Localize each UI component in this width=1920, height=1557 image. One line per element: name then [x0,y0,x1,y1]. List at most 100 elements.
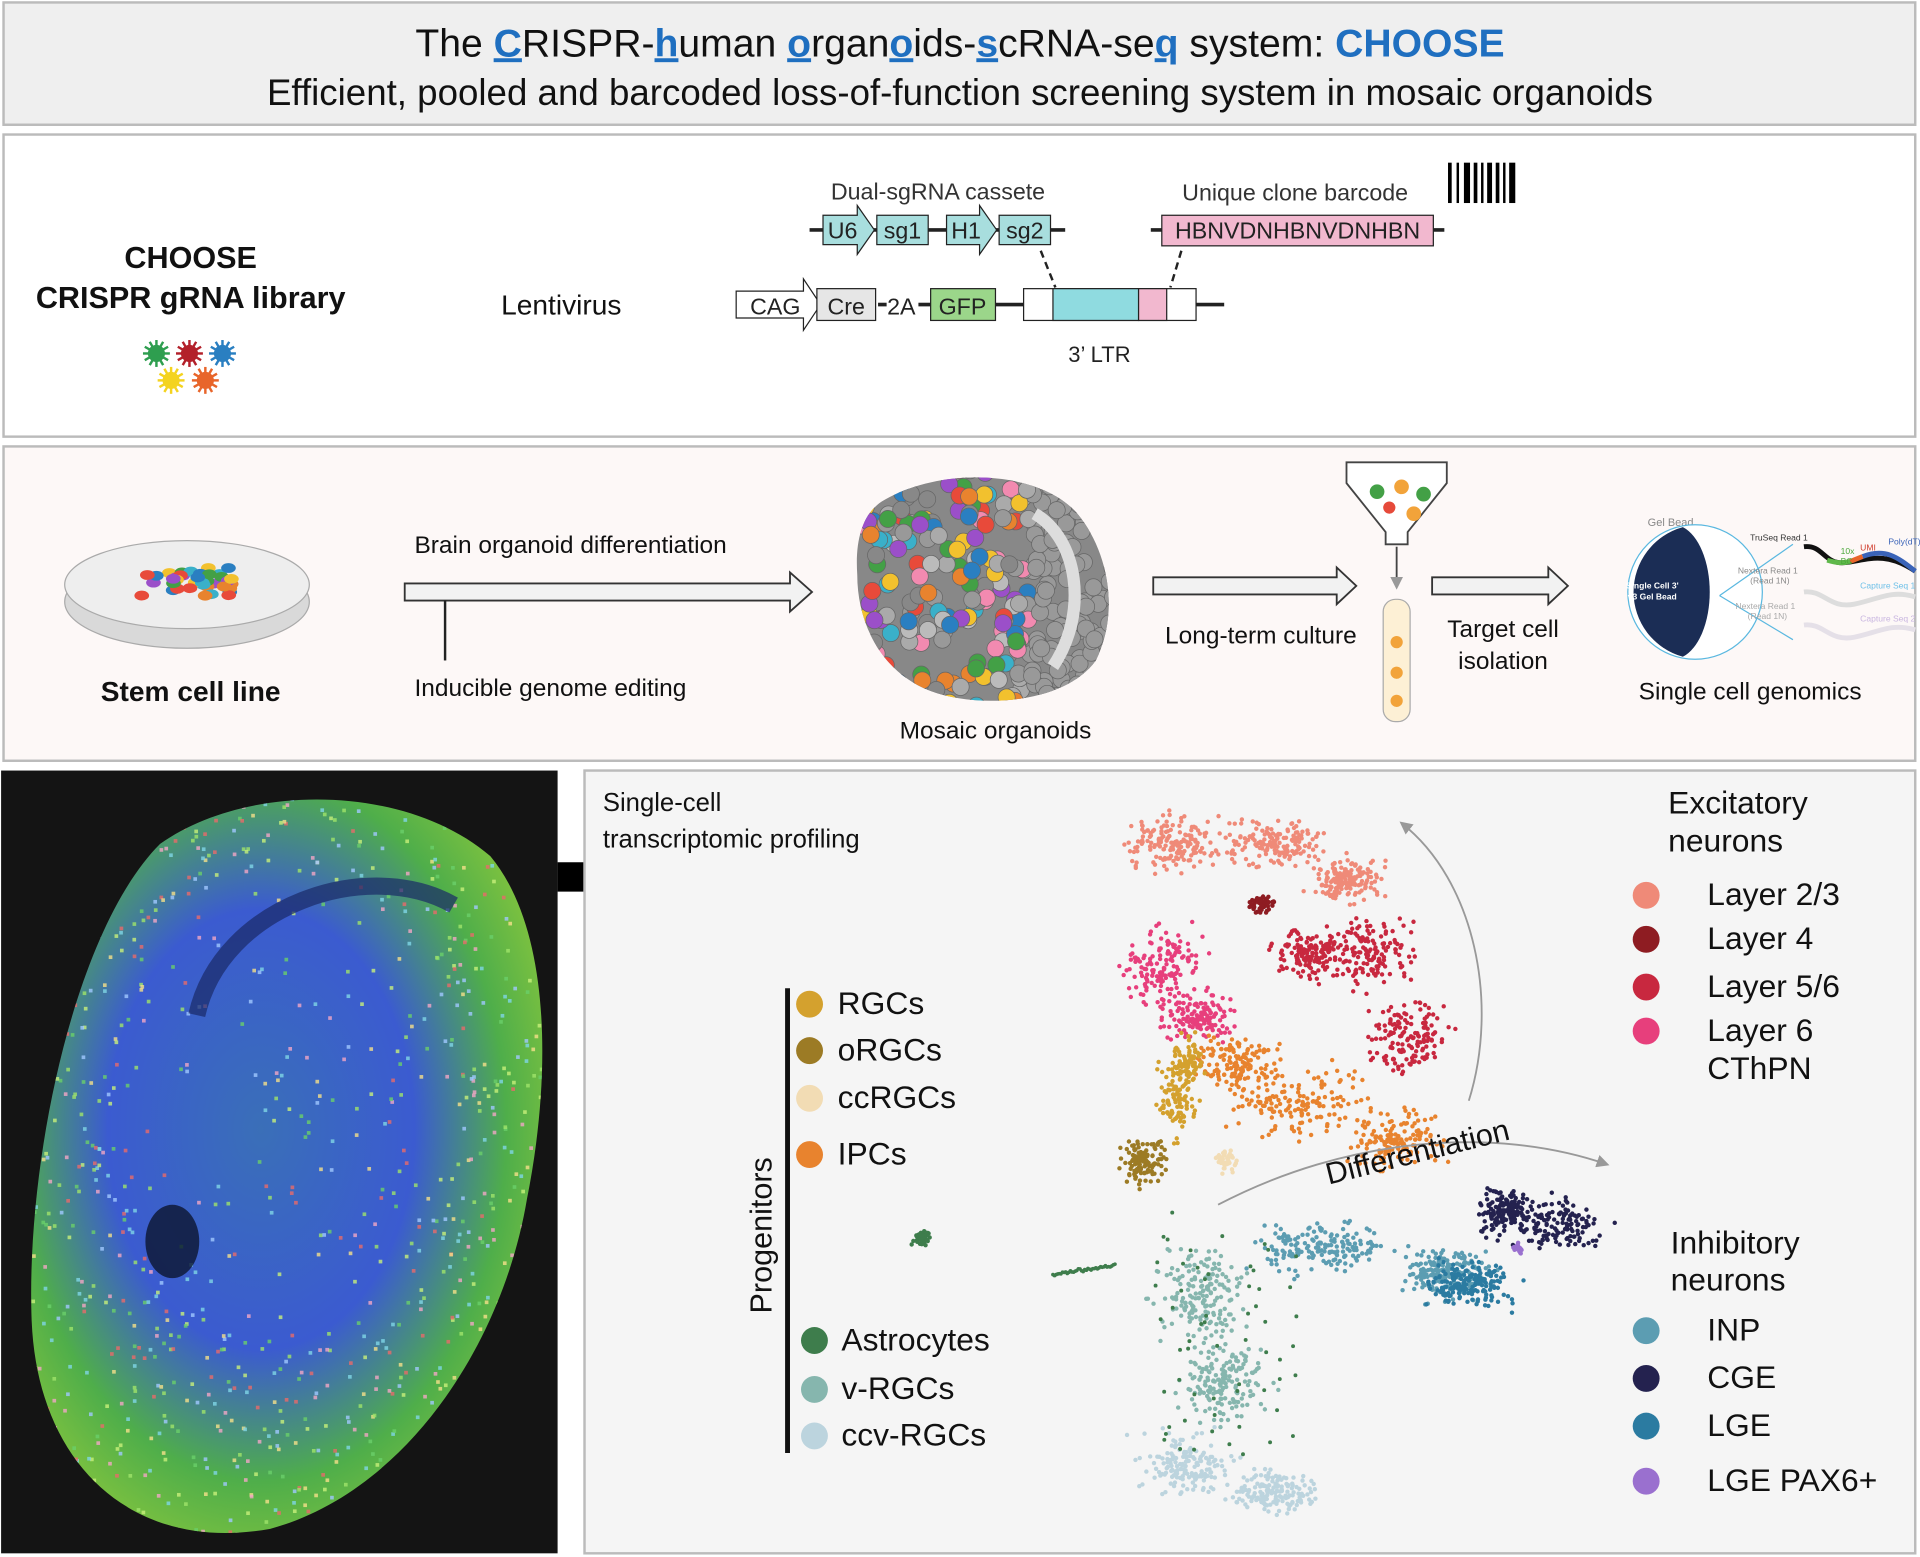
legend-item: v-RGCs [800,1370,954,1406]
umap-point [1326,1243,1331,1248]
umap-point [1262,1245,1268,1251]
umap-point [1169,1082,1174,1087]
umap-point [1195,1460,1200,1466]
umap-point [1250,861,1256,866]
umap-point [1476,1212,1482,1217]
umap-point [1181,1028,1187,1033]
legend-item: INP [1632,1312,1760,1348]
umap-point [1197,1327,1202,1332]
umap-point [1213,1406,1218,1412]
legend-swatch [1632,1317,1660,1345]
umap-point [1216,1261,1222,1267]
umap-point [1324,875,1330,880]
umap-point [1306,1243,1311,1249]
umap-point [1497,1211,1502,1216]
umap-point [1340,1249,1346,1254]
umap-point [1203,1455,1209,1461]
umap-point [1151,827,1157,833]
umap-point [1221,1368,1226,1373]
umap-point [1495,1278,1500,1284]
umap-point [1334,893,1339,898]
umap-point [1297,1093,1303,1099]
umap-point [1231,1049,1236,1055]
umap-point [1223,1384,1229,1390]
umap-point [1177,1095,1182,1100]
isolation-label-1: Target cell [1447,616,1558,643]
title-part: uman [678,22,787,65]
umap-point [1347,902,1353,907]
umap-point [1253,1069,1259,1075]
umap-point [1227,1374,1232,1379]
umap-point [1594,1238,1599,1243]
umap-point [1176,990,1182,996]
umap-point [1484,1197,1490,1202]
umap-point [1155,1260,1160,1265]
umap-point [1227,832,1233,838]
umap-point [1321,849,1326,854]
virus-icon [191,366,219,394]
umap-point [1234,1413,1240,1419]
umap-point [1222,1162,1228,1167]
umap-point [1296,959,1302,965]
umap-point [1175,1140,1180,1146]
umap-point [1155,1454,1160,1459]
umap-point [1206,1349,1212,1354]
umap-point [1224,1079,1229,1085]
umap-point [1208,1443,1214,1448]
umap-point [1136,1182,1142,1187]
umap-point [1268,858,1274,863]
umap-point [1277,840,1282,846]
umap-point [1401,1147,1406,1152]
umap-point [1222,1285,1227,1290]
umap-point [1181,1054,1187,1059]
umap-point [1576,1222,1581,1227]
umap-point [1240,1403,1245,1408]
umap-point [1353,978,1358,984]
umap-point [1521,1192,1526,1197]
umap-point [1519,1227,1524,1233]
umap-point [1220,1371,1225,1377]
umap-point [1295,1250,1300,1255]
umap-point [1234,1404,1239,1409]
umap-point [1188,1248,1193,1253]
umap-point [1240,1307,1246,1312]
umap-point [1466,1290,1471,1296]
umap-point [1174,964,1180,970]
umap-point [1542,1229,1548,1234]
umap-point [1329,1090,1334,1095]
umap-point [1167,808,1172,813]
umap-point [1535,1228,1540,1234]
legend-label: INP [1707,1312,1760,1348]
umap-point [1187,1283,1193,1288]
umap-point [1361,1119,1367,1124]
umap-point [1202,1020,1207,1026]
umap-point [1214,1322,1219,1327]
umap-point [1354,1130,1359,1135]
umap-point [1172,1276,1177,1282]
umap-point [1558,1210,1563,1215]
umap-point [918,1233,924,1238]
umap-point [1295,1273,1300,1279]
umap-point [1208,1281,1213,1286]
umap-point [1238,1455,1243,1460]
umap-point [1418,1131,1423,1136]
umap-point [1278,1495,1284,1500]
umap-point [1385,1112,1390,1117]
umap-point [1141,992,1146,997]
umap-point [1414,1261,1419,1267]
umap-point [1245,1047,1251,1052]
umap-point [1165,1464,1171,1470]
umap-point [1262,1483,1267,1489]
umap-point [1382,864,1388,870]
umap-point [1189,1397,1195,1402]
umap-point [1347,1218,1353,1224]
editing-label: Inducible genome editing [414,675,686,702]
umap-point [1381,957,1387,963]
umap-point [1165,1035,1170,1040]
umap-point [1283,1095,1288,1100]
umap-point [1172,1064,1178,1070]
umap-point [1346,890,1351,896]
umap-point [1177,1019,1182,1024]
umap-point [1568,1238,1573,1244]
bc-label: 10x [1841,546,1856,556]
